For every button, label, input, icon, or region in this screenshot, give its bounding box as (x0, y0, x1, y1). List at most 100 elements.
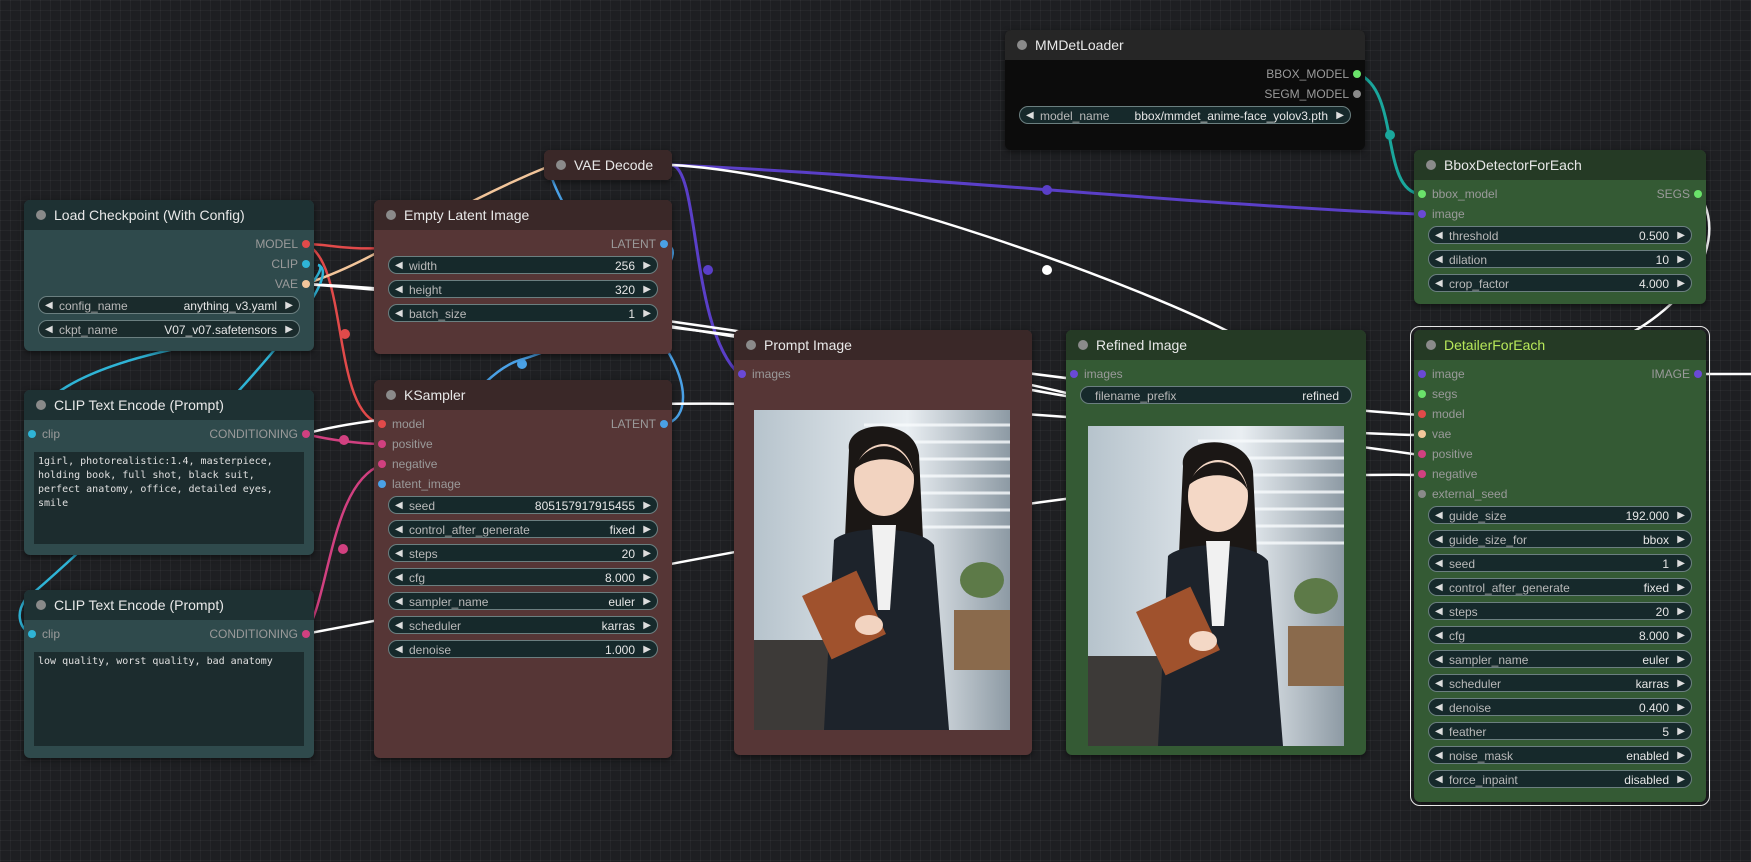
increment-arrow-icon[interactable]: ▶ (643, 524, 651, 535)
slot-connector-icon[interactable] (378, 420, 386, 428)
output-model[interactable]: MODEL (255, 234, 314, 254)
bbox-detector-node[interactable]: BboxDetectorForEach bbox_model image SEG… (1414, 150, 1706, 304)
increment-arrow-icon[interactable]: ▶ (643, 260, 651, 271)
decrement-arrow-icon[interactable]: ◀ (395, 548, 403, 559)
node-header[interactable]: VAE Decode (544, 150, 672, 180)
node-header[interactable]: Empty Latent Image (374, 200, 672, 230)
output-latent[interactable]: LATENT (611, 234, 672, 254)
input-model[interactable]: model (1414, 404, 1465, 424)
output-image[interactable]: IMAGE (1651, 364, 1706, 384)
input-clip[interactable]: clip (24, 624, 60, 644)
output-bbox-model[interactable]: BBOX_MODEL (1266, 64, 1365, 84)
detailer-for-each-node[interactable]: DetailerForEach image segs model vae pos… (1410, 326, 1710, 806)
increment-arrow-icon[interactable]: ▶ (1677, 774, 1685, 785)
decrement-arrow-icon[interactable]: ◀ (1435, 654, 1443, 665)
increment-arrow-icon[interactable]: ▶ (1677, 534, 1685, 545)
decrement-arrow-icon[interactable]: ◀ (1435, 254, 1443, 265)
output-segm-model[interactable]: SEGM_MODEL (1264, 84, 1365, 104)
output-conditioning[interactable]: CONDITIONING (209, 624, 314, 644)
increment-arrow-icon[interactable]: ▶ (1677, 278, 1685, 289)
increment-arrow-icon[interactable]: ▶ (643, 284, 651, 295)
slot-connector-icon[interactable] (378, 480, 386, 488)
output-vae[interactable]: VAE (275, 274, 314, 294)
collapse-dot-icon[interactable] (386, 390, 396, 400)
increment-arrow-icon[interactable]: ▶ (1677, 630, 1685, 641)
decrement-arrow-icon[interactable]: ◀ (1435, 278, 1443, 289)
collapse-dot-icon[interactable] (36, 400, 46, 410)
collapse-dot-icon[interactable] (556, 160, 566, 170)
slot-connector-icon[interactable] (302, 240, 310, 248)
collapse-dot-icon[interactable] (386, 210, 396, 220)
decrement-arrow-icon[interactable]: ◀ (1435, 582, 1443, 593)
node-header[interactable]: Refined Image (1066, 330, 1366, 360)
increment-arrow-icon[interactable]: ▶ (643, 500, 651, 511)
increment-arrow-icon[interactable]: ▶ (643, 548, 651, 559)
slot-connector-icon[interactable] (1418, 410, 1426, 418)
decrement-arrow-icon[interactable]: ◀ (45, 324, 53, 335)
increment-arrow-icon[interactable]: ▶ (1677, 702, 1685, 713)
output-conditioning[interactable]: CONDITIONING (209, 424, 314, 444)
refined-image[interactable] (1088, 426, 1344, 746)
prompt-textarea[interactable]: 1girl, photorealistic:1.4, masterpiece, … (34, 452, 304, 544)
input-negative[interactable]: negative (374, 454, 437, 474)
slot-connector-icon[interactable] (1418, 210, 1426, 218)
slot-connector-icon[interactable] (378, 440, 386, 448)
clip-text-encode-positive-node[interactable]: CLIP Text Encode (Prompt) clip CONDITION… (24, 390, 314, 555)
slot-connector-icon[interactable] (660, 240, 668, 248)
preview-image[interactable] (754, 410, 1010, 730)
decrement-arrow-icon[interactable]: ◀ (1435, 630, 1443, 641)
output-latent[interactable]: LATENT (611, 414, 672, 434)
slot-connector-icon[interactable] (1418, 470, 1426, 478)
increment-arrow-icon[interactable]: ▶ (643, 620, 651, 631)
slot-connector-icon[interactable] (1418, 430, 1426, 438)
decrement-arrow-icon[interactable]: ◀ (1435, 702, 1443, 713)
increment-arrow-icon[interactable]: ▶ (643, 596, 651, 607)
slot-connector-icon[interactable] (302, 630, 310, 638)
slot-connector-icon[interactable] (1353, 90, 1361, 98)
slot-connector-icon[interactable] (302, 280, 310, 288)
decrement-arrow-icon[interactable]: ◀ (395, 572, 403, 583)
node-header[interactable]: Load Checkpoint (With Config) (24, 200, 314, 230)
input-image[interactable]: image (1414, 204, 1465, 224)
increment-arrow-icon[interactable]: ▶ (1677, 230, 1685, 241)
ksampler-node[interactable]: KSampler model positive negative latent_… (374, 380, 672, 758)
collapse-dot-icon[interactable] (1078, 340, 1088, 350)
decrement-arrow-icon[interactable]: ◀ (395, 308, 403, 319)
output-clip[interactable]: CLIP (271, 254, 314, 274)
decrement-arrow-icon[interactable]: ◀ (1435, 606, 1443, 617)
collapse-dot-icon[interactable] (36, 600, 46, 610)
prompt-image-node[interactable]: Prompt Image images (734, 330, 1032, 755)
collapse-dot-icon[interactable] (746, 340, 756, 350)
input-image[interactable]: image (1414, 364, 1465, 384)
input-segs[interactable]: segs (1414, 384, 1457, 404)
slot-connector-icon[interactable] (1418, 370, 1426, 378)
increment-arrow-icon[interactable]: ▶ (643, 308, 651, 319)
collapse-dot-icon[interactable] (1426, 340, 1436, 350)
decrement-arrow-icon[interactable]: ◀ (1435, 510, 1443, 521)
increment-arrow-icon[interactable]: ▶ (1677, 678, 1685, 689)
input-images[interactable]: images (734, 364, 791, 384)
input-external-seed[interactable]: external_seed (1414, 484, 1507, 504)
node-header[interactable]: MMDetLoader (1005, 30, 1365, 60)
